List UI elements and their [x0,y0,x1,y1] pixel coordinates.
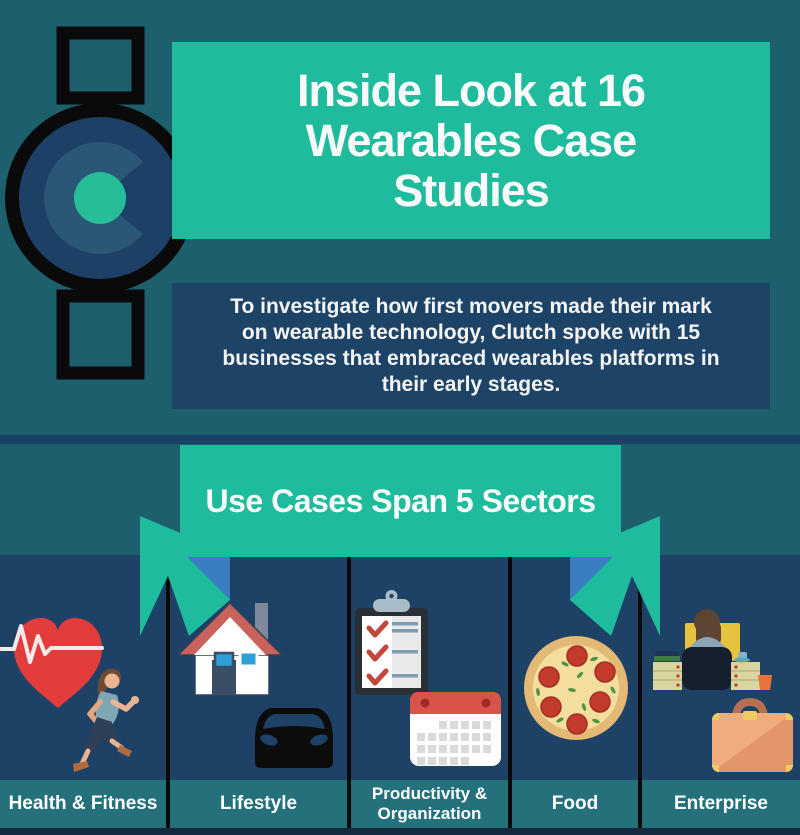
page-title-line: Inside Look at 16 [296,64,646,116]
title-banner: Inside Look at 16 Wearables Case Studies [172,42,770,239]
bottom-strip [0,828,800,835]
watch-strap-bottom [56,289,145,380]
pizza-icon [524,636,628,740]
briefcase-icon [712,697,793,772]
sector-label-text: Productivity & Organization [371,784,488,823]
sector-label-health-fitness: Health & Fitness [0,780,166,828]
column-divider [347,555,351,828]
clutch-c-ring [44,142,143,254]
subtitle-line: on wearable technology, Clutch spoke wit… [241,321,701,344]
sector-label-text: Food [551,793,599,814]
sector-label-food: Food [512,780,638,828]
food-icons [524,636,628,740]
sector-label-enterprise: Enterprise [642,780,800,828]
watch-strap-top [56,26,145,105]
sector-label-band [0,780,800,828]
subtitle-line: To investigate how first movers made the… [230,295,712,318]
enterprise-icons [653,609,793,772]
basil-leaves [536,656,616,724]
productivity-icons [355,590,501,766]
column-divider [508,555,512,828]
runner-icon [73,668,139,772]
sector-label-lifestyle: Lifestyle [170,780,347,828]
sector-label-text: Lifestyle [219,793,298,814]
subtitle-box: To investigate how first movers made the… [172,283,770,409]
car-icon [255,708,333,768]
subtitle-line: their early stages. [381,373,561,396]
checklist-clipboard-icon [355,590,428,695]
sector-label-productivity: Productivity & Organization [351,780,508,828]
sector-label-text: Health & Fitness [8,793,158,814]
ribbon-banner: Use Cases Span 5 Sectors [180,445,621,557]
column-divider [166,555,170,828]
column-divider [638,555,642,828]
ribbon-label: Use Cases Span 5 Sectors [205,482,596,519]
calendar-icon [410,692,501,766]
page-title-line: Wearables Case [305,114,637,166]
sector-label-text: Enterprise [674,793,768,814]
clutch-c-dot [74,172,126,224]
page-title-line: Studies [393,164,550,216]
subtitle-line: businesses that embraced wearables platf… [222,347,720,370]
heart-pulse-icon [0,618,104,708]
health-fitness-icons [0,618,139,772]
section-divider-bar [0,435,800,444]
lifestyle-icons [176,601,333,768]
house-icon [176,601,284,696]
desk-worker-icon [653,609,772,690]
calendar-grid [417,721,491,765]
briefcase-corners [712,713,793,772]
